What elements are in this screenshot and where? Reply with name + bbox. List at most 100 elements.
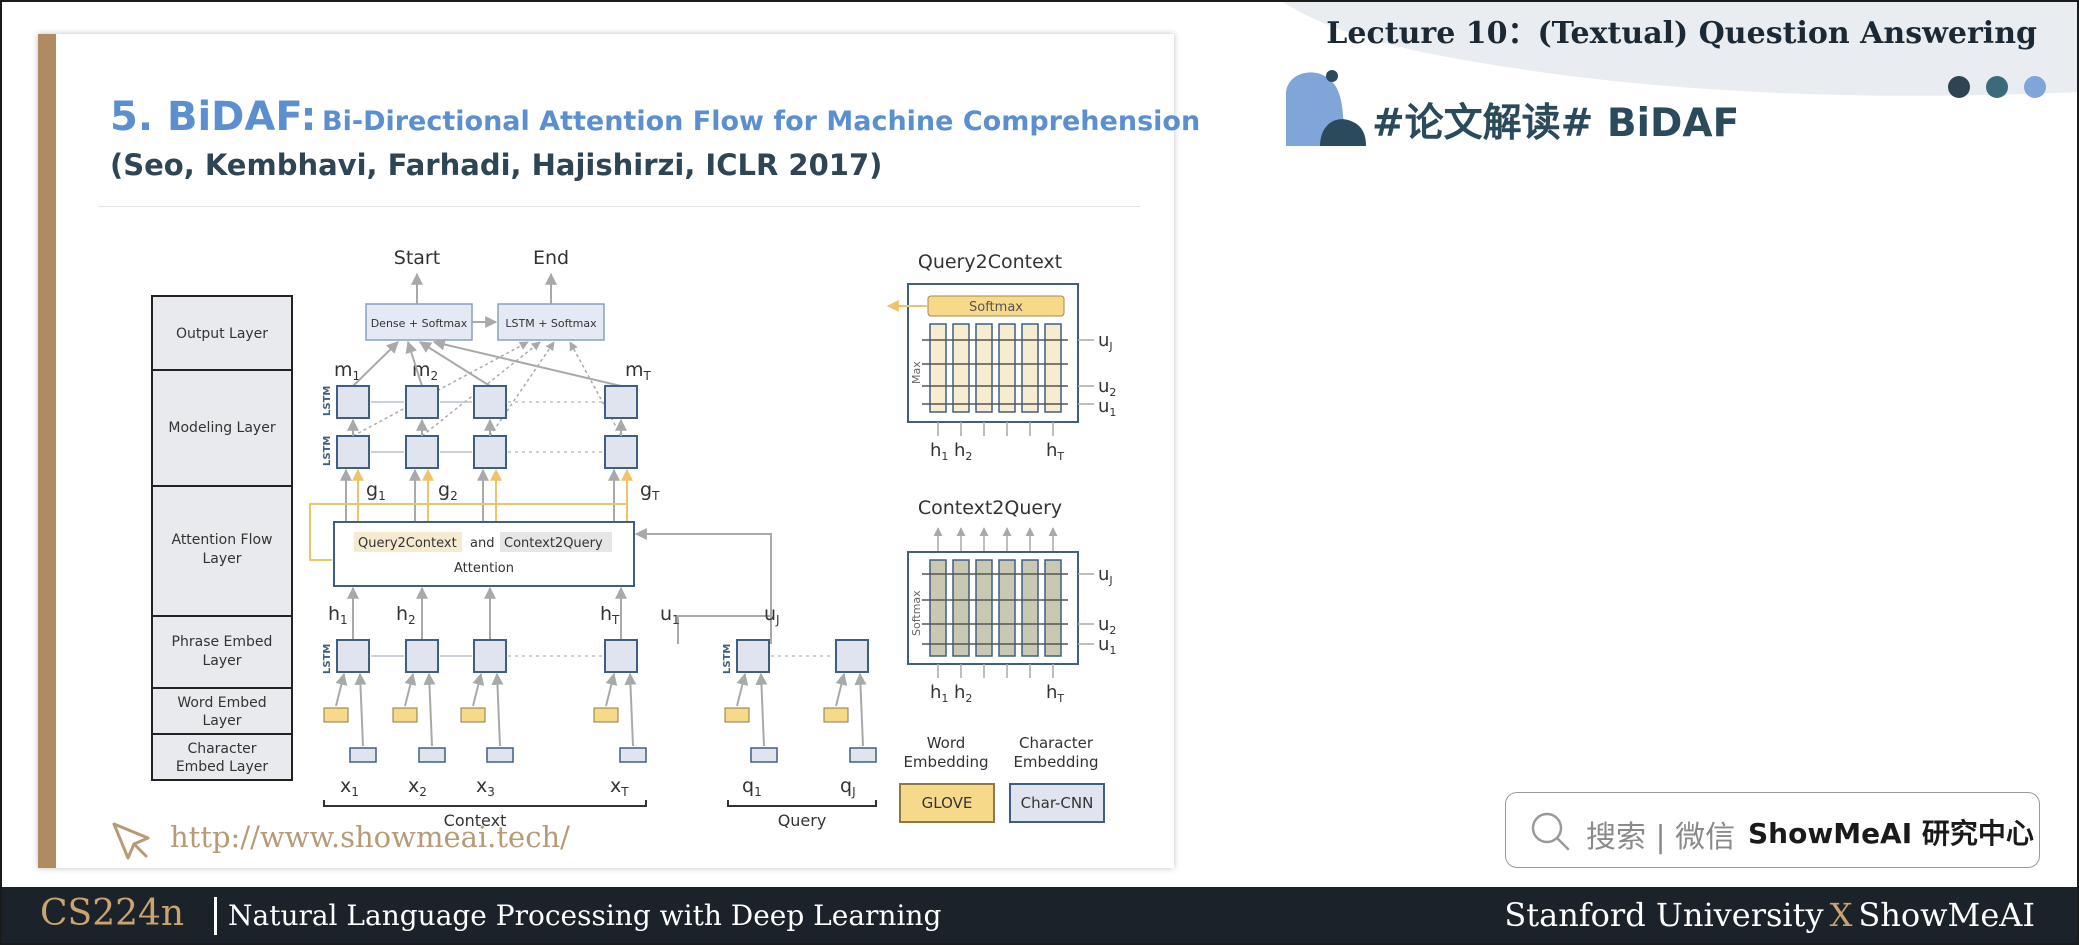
slide-title-number: 5. BiDAF: <box>110 94 317 140</box>
uj-label: uJ <box>764 603 780 627</box>
search-box[interactable]: 搜索 | 微信 ShowMeAI 研究中心 <box>1505 792 2040 868</box>
slide-divider <box>98 206 1140 207</box>
slide-authors: (Seo, Kembhavi, Farhadi, Hajishirzi, ICL… <box>110 148 883 182</box>
dense-softmax-box <box>365 303 473 341</box>
search-text: 搜索 | 微信 <box>1586 820 1736 855</box>
search-icon <box>1531 812 1570 851</box>
c2q-uj: uJ <box>1098 564 1113 587</box>
slide-title-subtitle: Bi-Directional Attention Flow for Machin… <box>322 106 1201 137</box>
q2c-softmax: Softmax <box>969 300 1023 315</box>
header-wave-decoration <box>1280 0 2079 96</box>
ht-label: hT <box>600 603 620 627</box>
dot-1 <box>1948 76 1970 98</box>
footer-showmeai: ShowMeAI <box>1858 896 2035 934</box>
c2q-softmax: Softmax <box>910 590 923 636</box>
context-label: Context <box>444 811 507 830</box>
g1-label: g1 <box>366 479 386 503</box>
footer-x: X <box>1829 896 1853 934</box>
h2-label: h2 <box>396 603 416 627</box>
legend-char-2: Embedding <box>1013 753 1098 771</box>
u1-label: u1 <box>660 603 680 627</box>
dot-2 <box>1986 76 2008 98</box>
dense-softmax-label: Dense + Softmax <box>371 317 468 330</box>
q2c-u2: u2 <box>1098 376 1116 399</box>
q2c-h2: h2 <box>954 440 972 463</box>
lstm-tag-phrase: LSTM <box>322 644 333 674</box>
lstm-tag-modeling-2: LSTM <box>322 436 333 466</box>
attention-label: Attention <box>454 561 514 576</box>
q2c-ht: hT <box>1046 440 1064 463</box>
layer-attention-1: Attention Flow <box>171 532 272 548</box>
layer-word-1: Word Embed <box>177 695 266 711</box>
legend-word-1: Word <box>927 734 966 752</box>
layer-word-2: Layer <box>202 713 241 729</box>
slide-title: 5. BiDAF: Bi-Directional Attention Flow … <box>110 94 1200 140</box>
lstm-tag-modeling-1: LSTM <box>322 386 333 416</box>
x2-label: x2 <box>408 775 427 799</box>
section-heading: #论文解读# BiDAF <box>1372 101 1740 146</box>
g2-label: g2 <box>438 479 458 503</box>
layer-phrase-2: Layer <box>202 653 241 669</box>
m1-label: m1 <box>334 359 360 383</box>
start-label: Start <box>394 247 440 269</box>
xt-label: xT <box>610 775 629 799</box>
dot-3 <box>2024 76 2046 98</box>
c2q-h1: h1 <box>930 682 948 705</box>
query-label: Query <box>778 811 827 830</box>
layer-char-2: Embed Layer <box>176 759 269 775</box>
attention-box <box>333 521 635 587</box>
attention-and: and <box>470 536 494 551</box>
layer-phrase-1: Phrase Embed <box>172 634 273 650</box>
legend-word-2: Embedding <box>903 753 988 771</box>
footer-stanford: Stanford University <box>1504 896 1824 934</box>
course-divider <box>214 897 217 935</box>
layer-output: Output Layer <box>176 326 268 342</box>
c2q-u1: u1 <box>1098 634 1116 657</box>
bidaf-diagram: Output Layer Modeling Layer Attention Fl… <box>151 247 1116 830</box>
attention-q2c: Query2Context <box>358 536 457 551</box>
footer-bar: CS224n Natural Language Processing with … <box>0 887 2079 945</box>
slide-panel: 5. BiDAF: Bi-Directional Attention Flow … <box>38 34 1200 868</box>
lstm-softmax-label: LSTM + Softmax <box>505 317 597 330</box>
lecture-title: Lecture 10：(Textual) Question Answering <box>1326 16 2037 51</box>
glove-box <box>899 783 995 823</box>
h1-label: h1 <box>328 603 348 627</box>
q2c-u1: u1 <box>1098 396 1116 419</box>
layer-attention-2: Layer <box>202 551 241 567</box>
search-brand: ShowMeAI 研究中心 <box>1748 817 2034 850</box>
glove-label: GLOVE <box>922 794 973 812</box>
x3-label: x3 <box>476 775 495 799</box>
cursor-icon <box>112 822 150 860</box>
qj-label: qJ <box>840 775 856 799</box>
layer-modeling: Modeling Layer <box>168 420 275 436</box>
layer-char-1: Character <box>187 741 256 757</box>
mt-label: mT <box>625 359 652 383</box>
slide-side-bar <box>38 34 56 868</box>
layer-column <box>151 295 293 781</box>
website-url[interactable]: http://www.showmeai.tech/ <box>170 820 570 854</box>
c2q-u2: u2 <box>1098 614 1116 637</box>
decorative-dots <box>1948 76 2062 102</box>
m2-label: m2 <box>412 359 438 383</box>
course-name: Natural Language Processing with Deep Le… <box>228 899 942 932</box>
c2q-title: Context2Query <box>918 497 1062 519</box>
lstm-tag-query: LSTM <box>722 644 733 674</box>
attention-c2q: Context2Query <box>504 536 603 551</box>
q2c-title: Query2Context <box>918 251 1062 273</box>
q1-label: q1 <box>742 775 762 799</box>
q2c-uj: uJ <box>1098 330 1113 353</box>
q2c-max: Max <box>910 361 923 384</box>
gt-label: gT <box>640 479 660 503</box>
course-code: CS224n <box>40 893 185 934</box>
end-label: End <box>533 247 569 269</box>
heading-logo-mark <box>1286 70 1366 146</box>
c2q-ht: hT <box>1046 682 1064 705</box>
q2c-h1: h1 <box>930 440 948 463</box>
char-cnn-box <box>1009 783 1105 823</box>
lstm-softmax-box <box>497 303 605 341</box>
legend-char-1: Character <box>1019 734 1094 752</box>
x1-label: x1 <box>340 775 359 799</box>
char-cnn-label: Char-CNN <box>1021 794 1094 812</box>
c2q-h2: h2 <box>954 682 972 705</box>
